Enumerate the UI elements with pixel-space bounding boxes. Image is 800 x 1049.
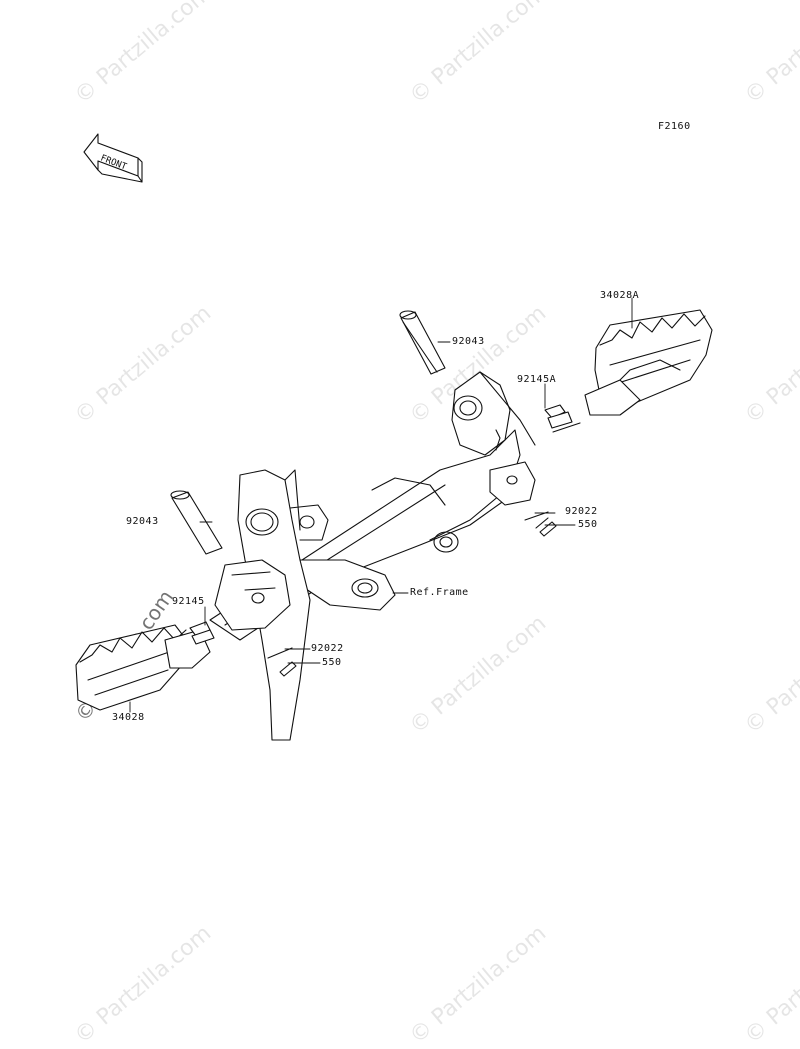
part-label-92022-right: 92022 — [565, 506, 598, 517]
washer-cotter-right — [524, 511, 557, 537]
spring-right — [544, 404, 581, 433]
part-label-92145a: 92145A — [517, 374, 557, 385]
pivot-pin-left — [170, 490, 223, 555]
footpeg-left — [75, 624, 211, 711]
part-label-92145: 92145 — [172, 596, 205, 607]
part-label-92022-left: 92022 — [311, 643, 344, 654]
part-label-ref-frame: Ref.Frame — [410, 587, 469, 598]
part-label-34028: 34028 — [112, 712, 145, 723]
washer-cotter-left — [267, 647, 297, 677]
front-arrow-icon: FRONT — [83, 133, 143, 183]
figure-code: F2160 — [658, 121, 691, 132]
part-label-92043-right: 92043 — [452, 336, 485, 347]
frame-tube — [209, 371, 536, 741]
footpeg-right — [584, 309, 713, 416]
spring-left — [189, 621, 215, 645]
leader-lines — [129, 297, 633, 713]
part-label-92043-left: 92043 — [126, 516, 159, 527]
part-label-550-right: 550 — [578, 519, 598, 530]
part-label-34028a: 34028A — [600, 290, 640, 301]
part-label-550-left: 550 — [322, 657, 342, 668]
pivot-pin-right — [399, 310, 446, 375]
